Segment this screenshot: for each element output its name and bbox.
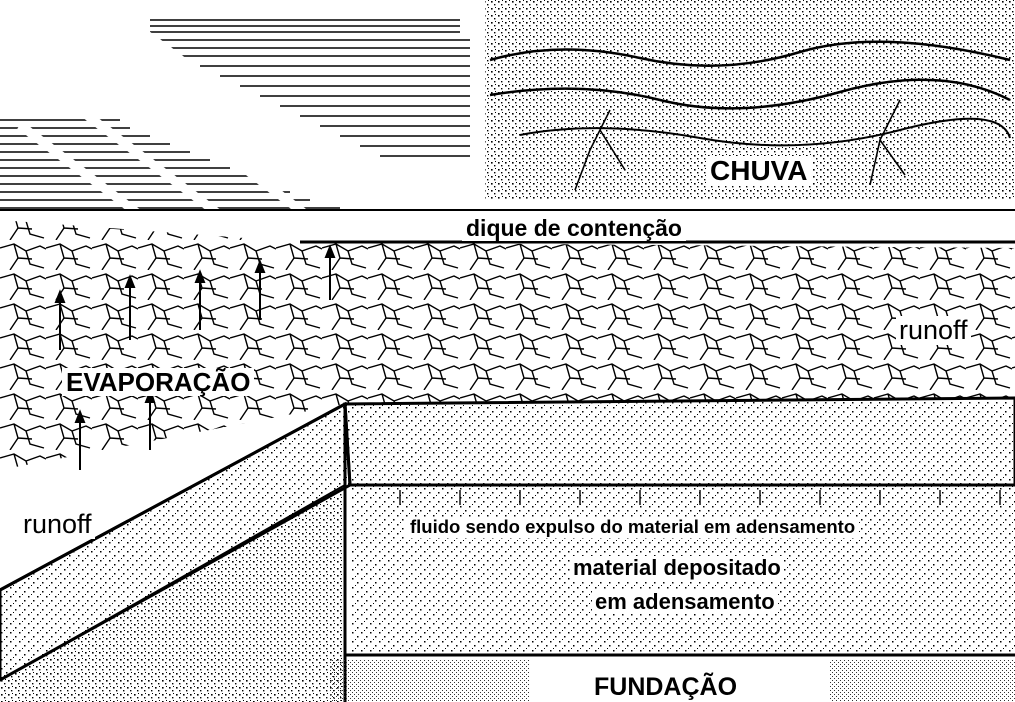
sun-ray	[0, 119, 340, 209]
runoff-label-left: runoff	[20, 510, 95, 539]
foundation	[330, 653, 1015, 702]
fluid-arrows	[399, 490, 1001, 505]
lightning-icon	[574, 99, 906, 191]
cracked-surface	[0, 220, 1015, 470]
evaporation-label: EVAPORAÇÃO	[62, 368, 255, 396]
material-label-line1: material depositado	[570, 556, 784, 580]
foundation-label: FUNDAÇÃO	[590, 674, 742, 701]
runoff-label-right: runoff	[896, 316, 971, 345]
material-label-line2: em adensamento	[592, 590, 778, 614]
dike-crest	[0, 209, 1015, 244]
fluid-label: fluido sendo expulso do material em aden…	[406, 517, 860, 538]
sun-rays	[0, 19, 470, 309]
sun-ray	[150, 19, 470, 157]
dike-label: dique de contenção	[462, 216, 686, 241]
evaporation-arrows	[54, 244, 336, 470]
rain-label: CHUVA	[706, 156, 812, 186]
